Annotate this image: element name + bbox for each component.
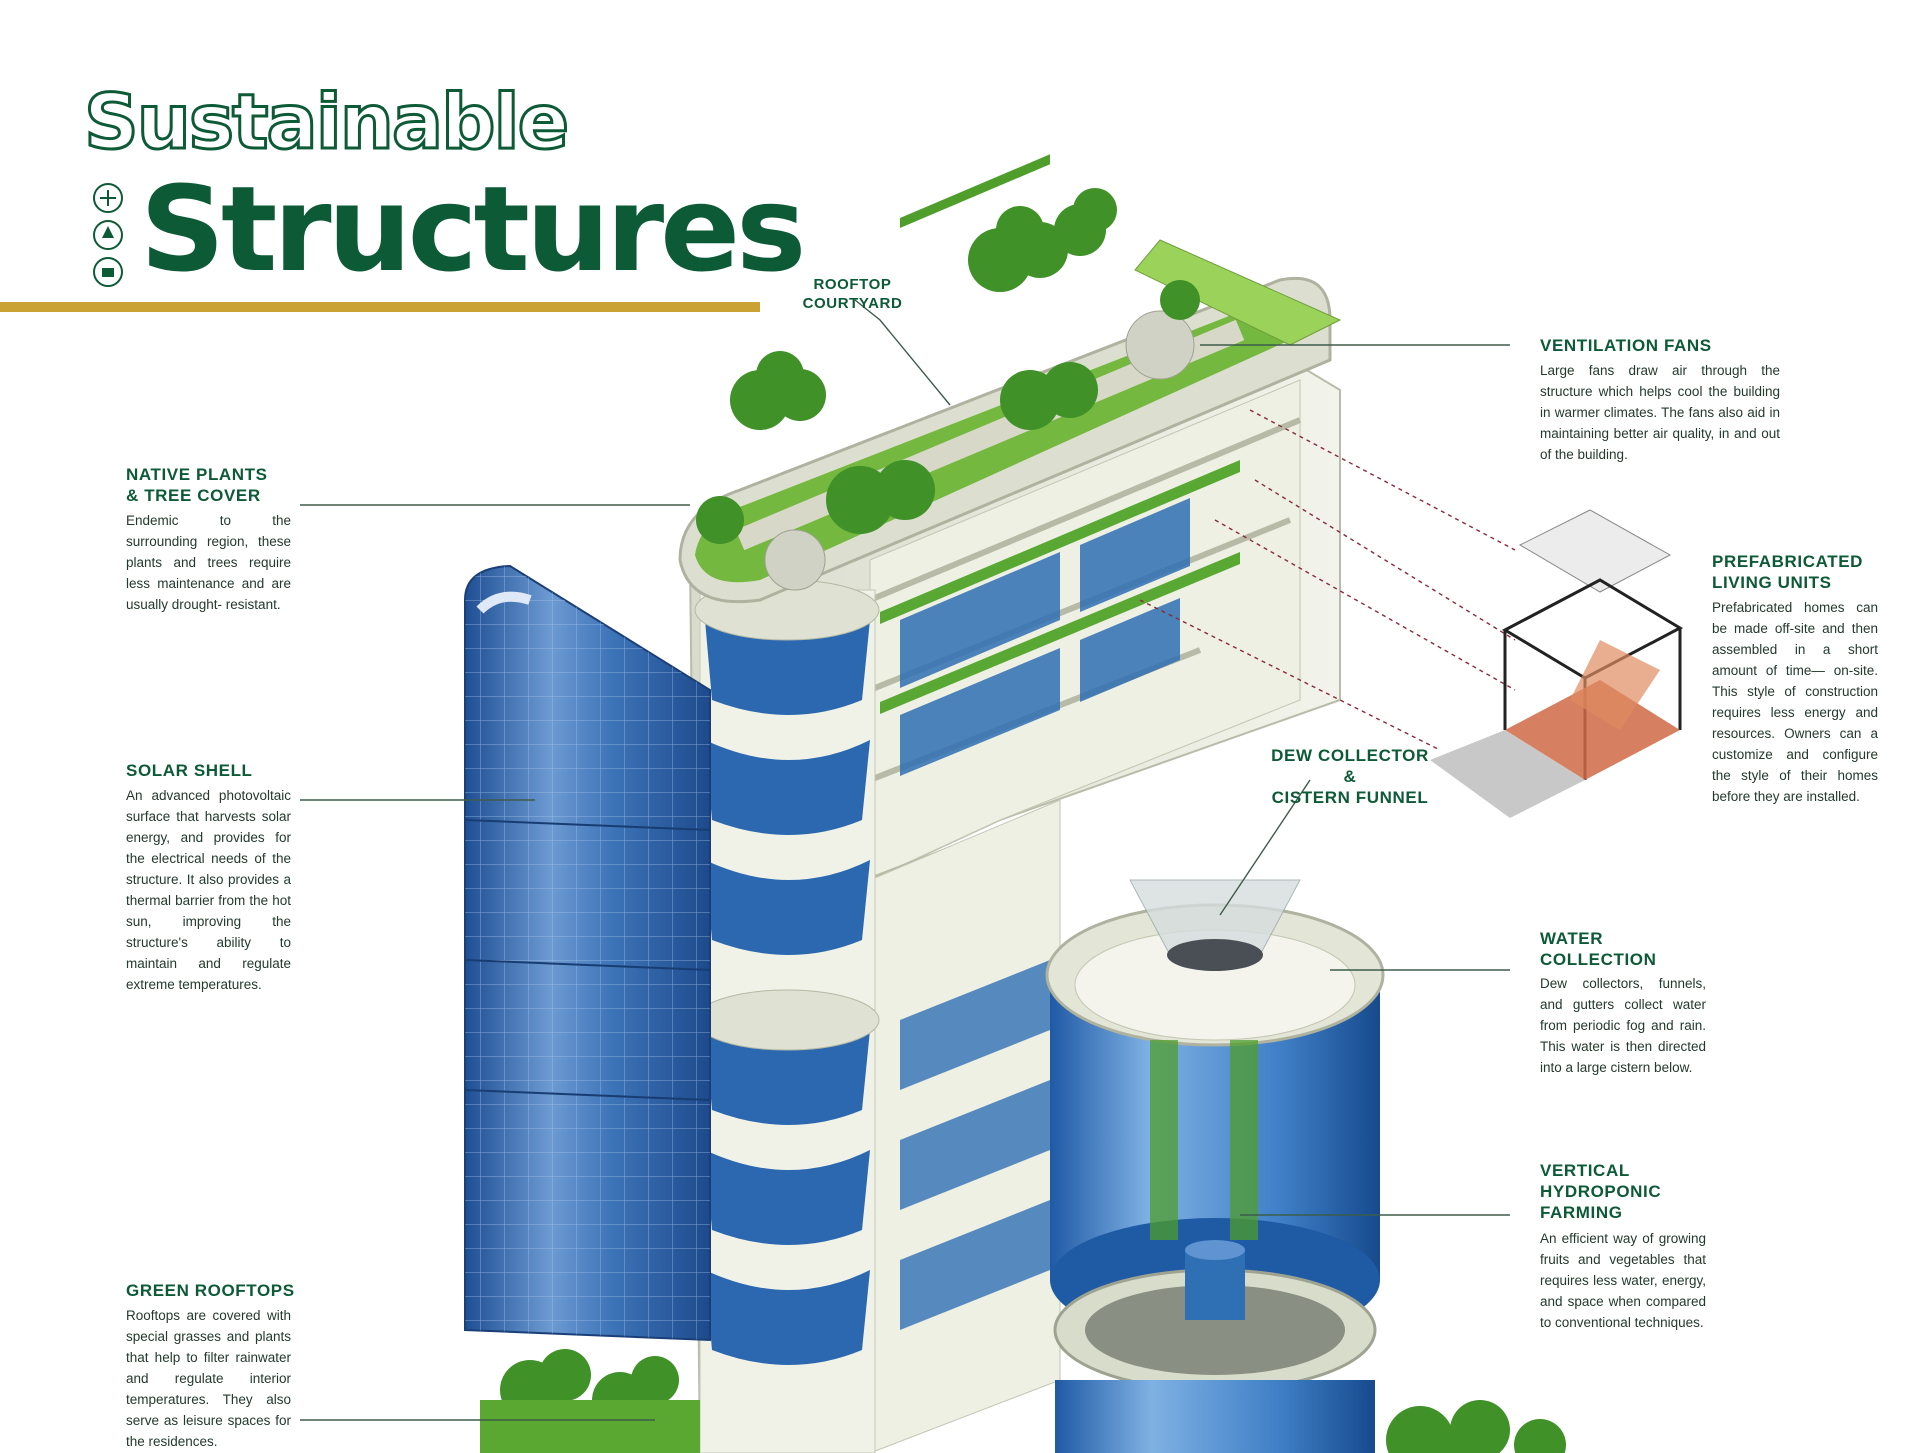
title-line-2: Structures [140, 160, 806, 298]
vertical-farming-title: VERTICAL HYDROPONIC FARMING [1540, 1161, 1662, 1222]
title-underline [0, 302, 760, 312]
ventilation-fans-title: VENTILATION FANS [1540, 336, 1712, 355]
solar-shell [464, 564, 711, 1342]
ventilation-fans-text: Large fans draw air through the structur… [1540, 363, 1780, 462]
solar-shell-text: An advanced photovoltaic surface that ha… [126, 788, 291, 992]
ground-foliage [480, 1349, 1566, 1453]
vertical-farming-text: An efficient way of growing fruits and v… [1540, 1231, 1706, 1330]
solar-shell-title: SOLAR SHELL [126, 761, 253, 780]
prefab-unit-module [1430, 509, 1684, 818]
garden-ring [1053, 1240, 1377, 1453]
green-rooftops-text: Rooftops are covered with special grasse… [126, 1308, 291, 1449]
prefab-units-text: Prefabricated homes can be made off-site… [1712, 600, 1878, 804]
balcony-column [694, 579, 880, 1453]
title-line-1: Sustainable [82, 77, 570, 166]
water-collection-text: Dew collectors, funnels, and gutters col… [1540, 976, 1706, 1075]
dew-collector-label: DEW COLLECTOR & CISTERN FUNNEL [1271, 746, 1429, 807]
leader-lines [300, 299, 1510, 1421]
rooftop-trees [696, 188, 1200, 544]
native-plants-text: Endemic to the surrounding region, these… [126, 513, 291, 612]
water-collection-title: WATER COLLECTION [1540, 929, 1657, 969]
green-rooftops-title: GREEN ROOFTOPS [126, 1281, 295, 1300]
native-plants-title: NATIVE PLANTS & TREE COVER [126, 465, 268, 505]
rooftop-courtyard-label: ROOFTOP COURTYARD [802, 276, 903, 312]
prefab-connector-lines [1139, 409, 1516, 751]
seal-icons [93, 183, 123, 287]
prefab-units-title: PREFABRICATED LIVING UNITS [1712, 552, 1864, 592]
